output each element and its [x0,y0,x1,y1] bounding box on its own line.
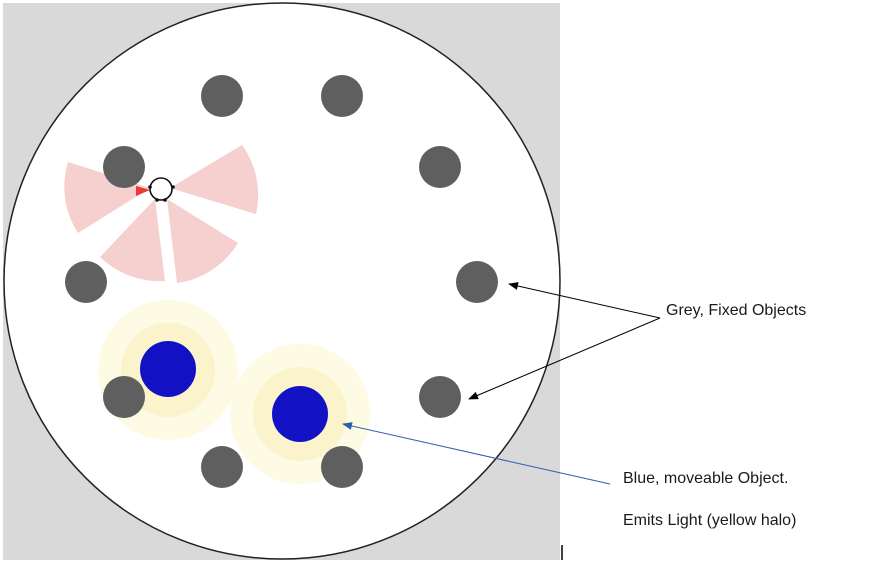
moveable-object-arrow [342,422,611,485]
robot-sensor-dot [155,198,159,202]
moveable-object [140,341,196,397]
fixed-object [103,376,145,418]
robot-sensor-dot [163,198,167,202]
sensor-cone-right [170,145,259,214]
fixed-objects-label: Grey, Fixed Objects [666,302,807,319]
robot [136,177,175,202]
robot-front-marker [136,186,150,196]
fixed-objects-arrow-upper [508,282,661,319]
sensor-cone-left [64,162,150,233]
fixed-objects [65,75,498,488]
sensor-cone-bottom-right [167,199,238,283]
robot-body [149,177,173,201]
fixed-object [321,75,363,117]
robot-sensor-dot [171,185,175,189]
fixed-object [65,261,107,303]
fixed-object [201,75,243,117]
robot-sensor-dot [148,185,152,189]
moveable-object-label: Blue, moveable Object. [623,470,789,487]
fixed-object [419,146,461,188]
fixed-object [201,446,243,488]
moveable-object [272,386,328,442]
fixed-object [419,376,461,418]
fixed-object [103,146,145,188]
robot-sensor-cones [64,145,259,283]
emits-light-label: Emits Light (yellow halo) [623,512,797,529]
sensor-cone-bottom-left [100,199,165,282]
fixed-objects-arrow-lower [468,317,661,400]
fixed-object [456,261,498,303]
fixed-object [321,446,363,488]
